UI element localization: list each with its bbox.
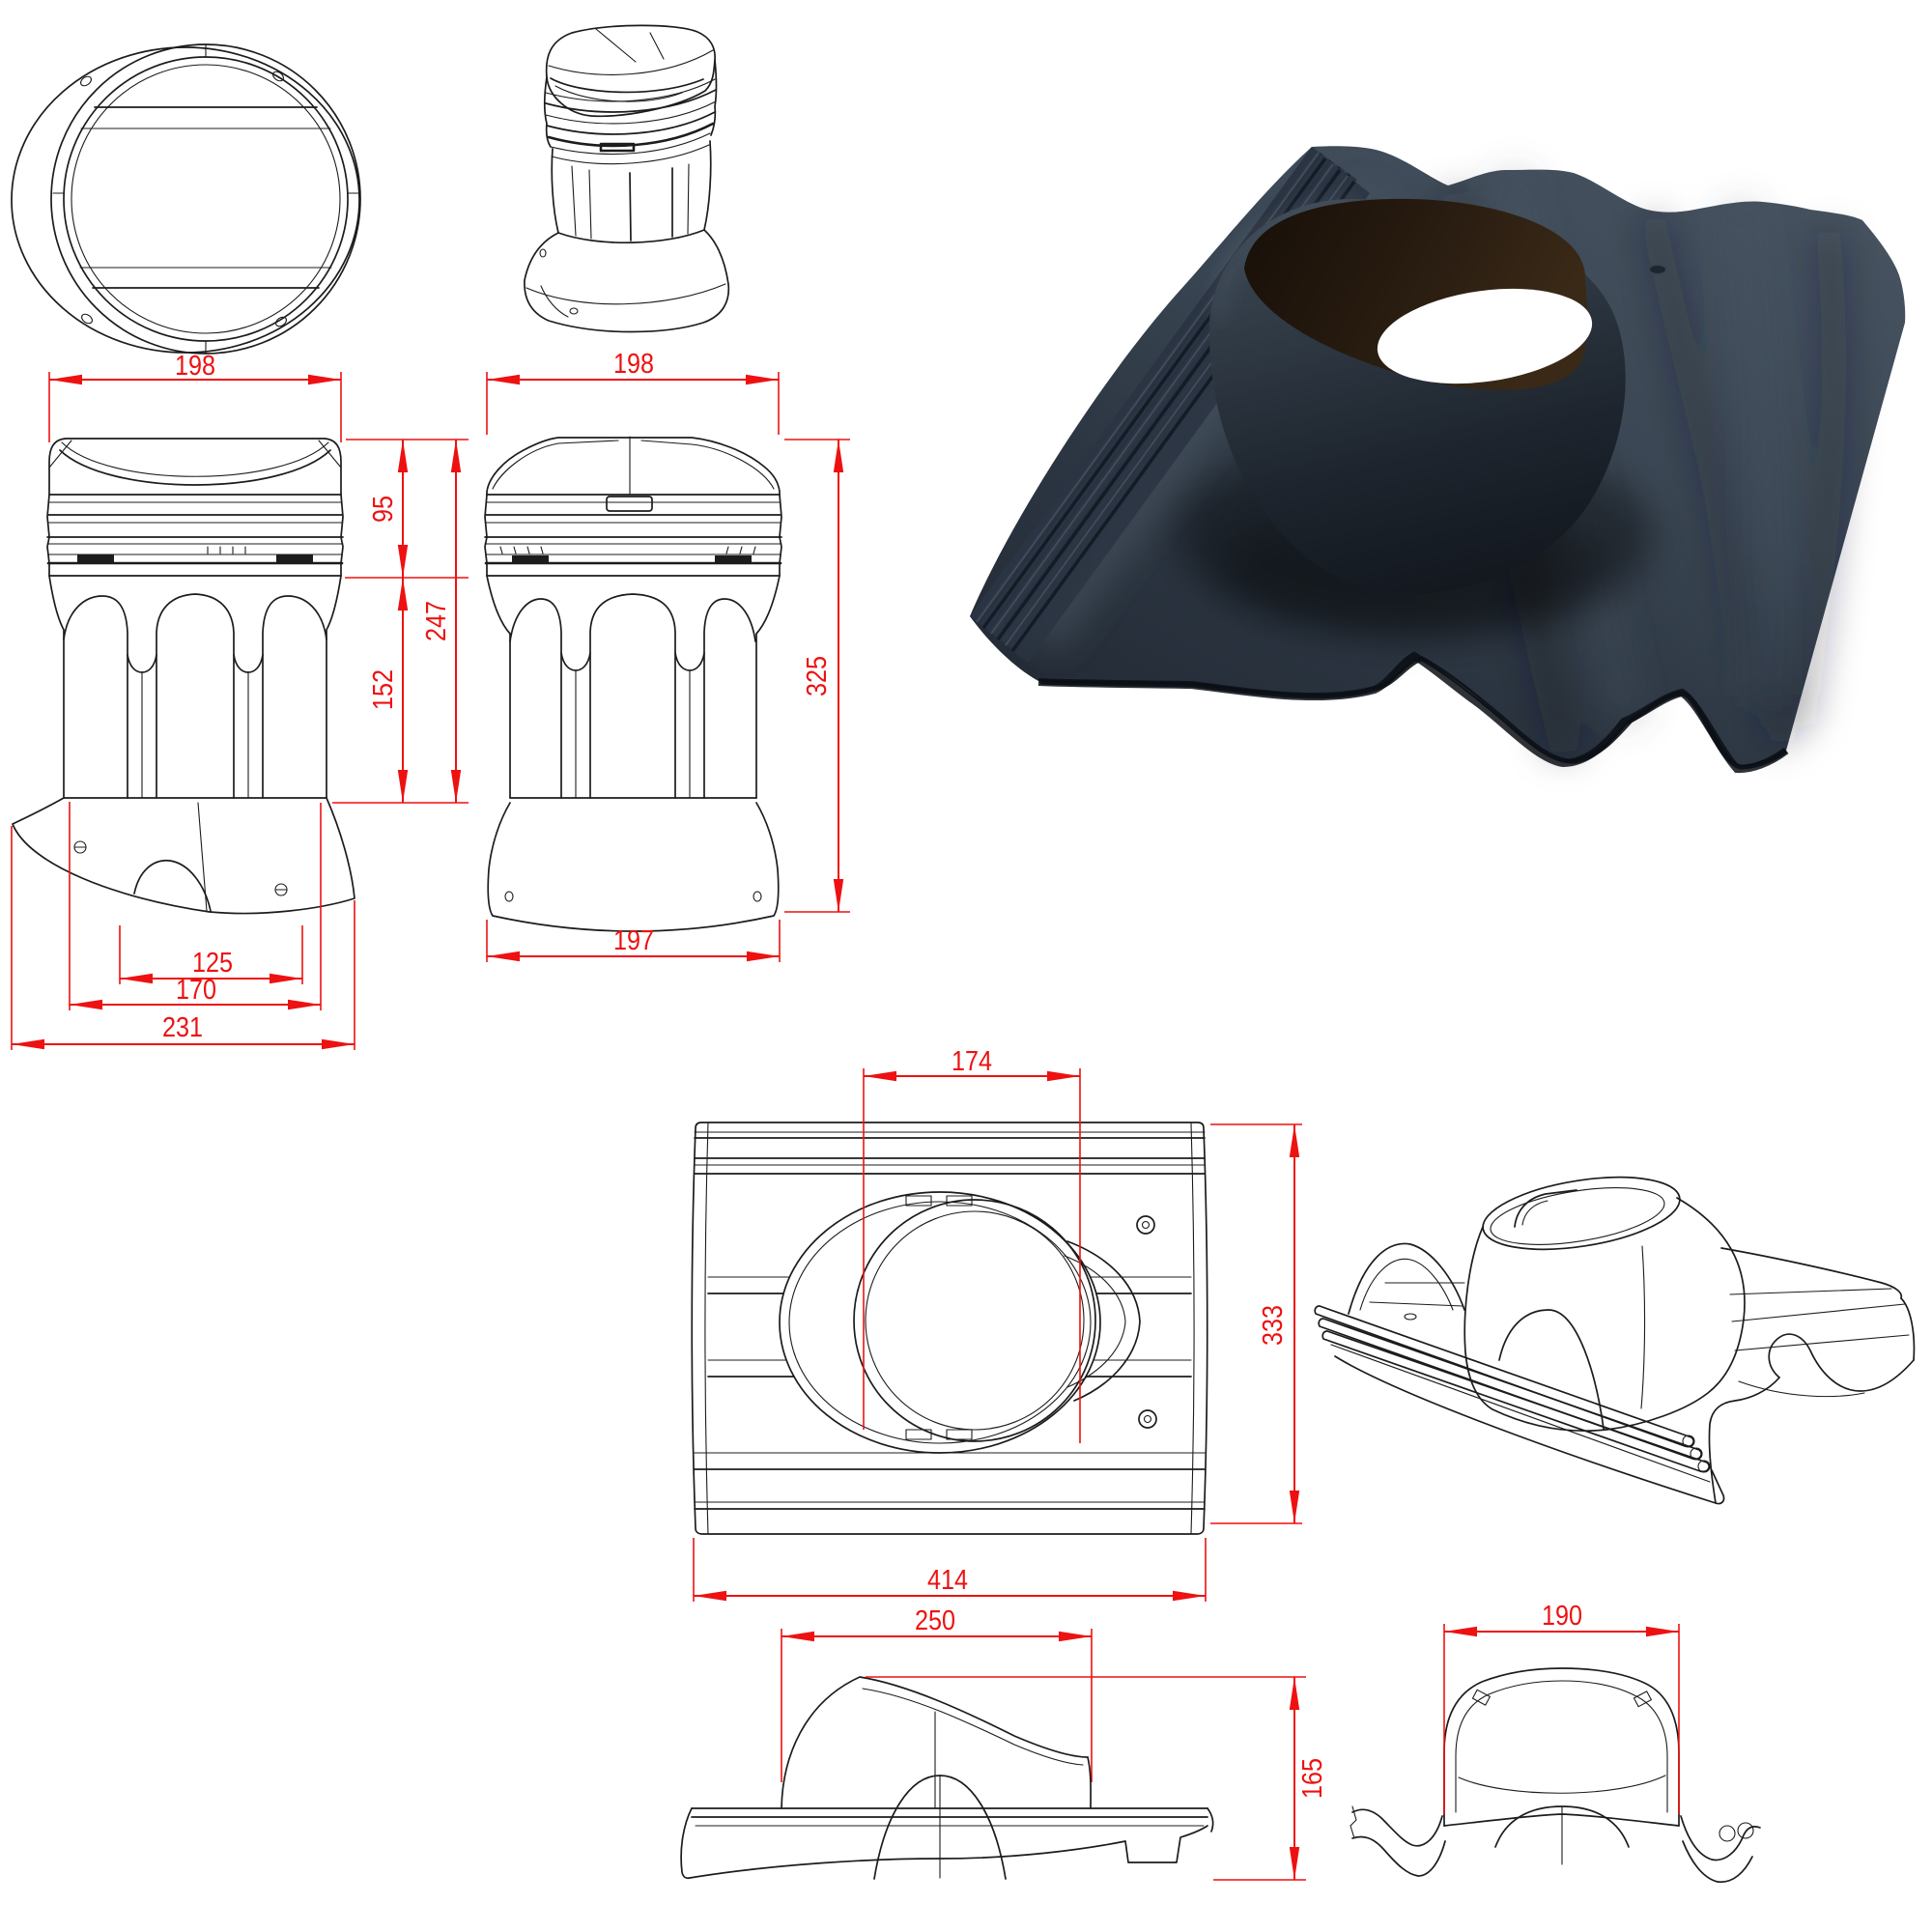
svg-text:125: 125 [192,948,233,979]
svg-text:95: 95 [368,496,399,523]
svg-text:325: 325 [802,656,833,696]
svg-text:198: 198 [175,351,215,382]
svg-text:152: 152 [368,669,399,710]
svg-text:190: 190 [1542,1601,1582,1632]
svg-text:165: 165 [1297,1758,1328,1799]
svg-text:174: 174 [952,1046,992,1077]
svg-text:198: 198 [613,349,654,380]
svg-text:231: 231 [162,1012,203,1043]
svg-text:247: 247 [421,601,452,641]
svg-text:197: 197 [613,925,654,956]
svg-text:414: 414 [927,1565,968,1596]
svg-text:170: 170 [176,975,216,1006]
svg-text:250: 250 [915,1605,955,1636]
svg-text:333: 333 [1258,1305,1289,1346]
